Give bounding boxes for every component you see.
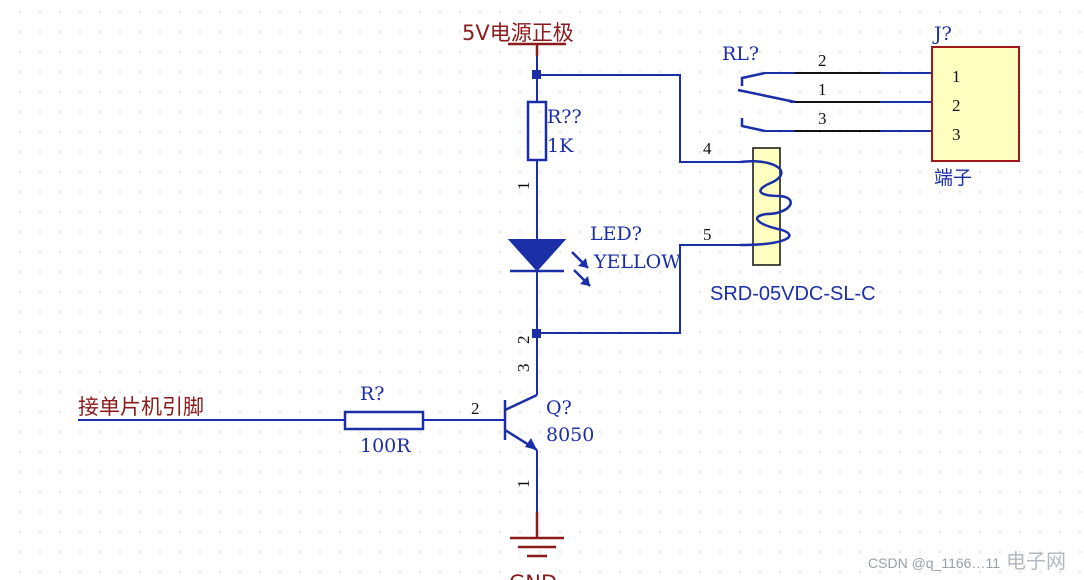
relay-contact-nc-pin: 3	[818, 109, 827, 128]
r-top-ref: R??	[547, 106, 582, 128]
led-arrow-1-head	[578, 258, 588, 268]
connector-pin-3: 3	[952, 125, 961, 144]
resistor-r-base	[343, 410, 425, 431]
r-base-ref: R?	[360, 383, 385, 405]
transistor-emitter-arrow-icon	[525, 438, 537, 450]
junction-collector	[532, 329, 541, 338]
relay-coil-pin-a: 4	[703, 139, 712, 158]
relay-contact-nc	[740, 118, 766, 133]
power-label: 5V电源正极	[462, 21, 574, 45]
connector-ref: J?	[932, 23, 952, 45]
led-pin2-number: 2	[514, 336, 533, 345]
led-pin1-number: 1	[514, 182, 533, 191]
gnd-label: GND	[509, 571, 557, 580]
r-base-value: 100R	[360, 435, 411, 457]
relay-coil-icon	[739, 160, 792, 247]
relay-ref: RL?	[722, 43, 759, 65]
connector-name: 端子	[934, 167, 972, 189]
resistor-r-top	[526, 100, 548, 162]
junction-vcc	[532, 70, 541, 79]
led-arrow-2-head	[580, 276, 590, 286]
relay-contact-no-pin: 2	[818, 51, 827, 70]
led-value: YELLOW	[593, 251, 681, 273]
transistor-collector-leg	[504, 393, 538, 412]
relay-contact-com-pin: 1	[818, 80, 827, 99]
watermark-site: CSDN @q_1166…11	[868, 555, 1000, 571]
transistor-pin-collector: 3	[514, 364, 533, 373]
wire-vcc-coil	[537, 74, 740, 163]
transistor-pin-emitter: 1	[514, 480, 533, 489]
r-top-value: 1K	[547, 135, 574, 157]
relay-part: SRD-05VDC-SL-C	[710, 283, 876, 305]
relay-contact-arm	[737, 88, 796, 104]
connector-pin-2: 2	[952, 96, 961, 115]
transistor-value: 8050	[546, 424, 594, 446]
mcu-pin-label: 接单片机引脚	[78, 395, 204, 419]
watermark: CSDN @q_1166…11 电子网	[868, 545, 1066, 574]
wires	[78, 52, 932, 512]
grid-background	[19, 11, 1081, 573]
led-ref: LED?	[590, 223, 642, 245]
wire-collector-coil	[537, 244, 740, 334]
relay-coil-pin-b: 5	[703, 225, 712, 244]
transistor-pin-base: 2	[471, 399, 480, 418]
connector-pin-1: 1	[952, 67, 961, 86]
led-icon	[507, 239, 567, 272]
relay-contact-no	[740, 71, 766, 86]
transistor-ref: Q?	[546, 397, 572, 419]
watermark-brand: 电子网	[1006, 551, 1066, 573]
connector-body	[931, 46, 1020, 162]
